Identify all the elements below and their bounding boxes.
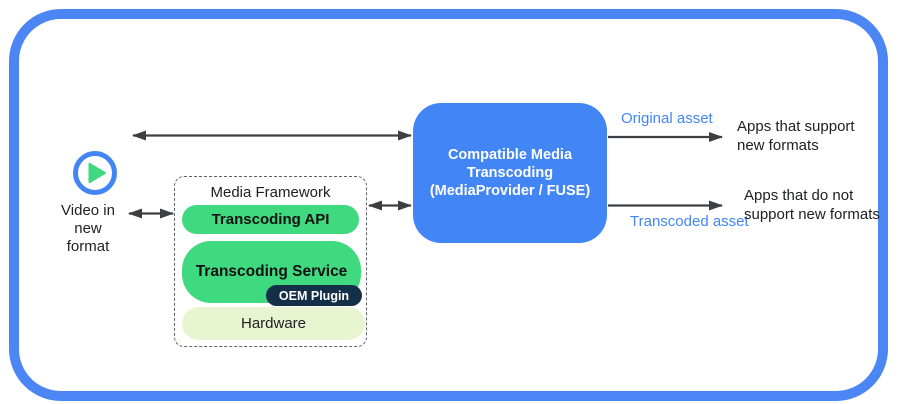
apps-no-support-line1: Apps that do not (744, 187, 854, 204)
media-framework-title: Media Framework (210, 184, 331, 201)
layer-transcoding-service-label: Transcoding Service (195, 263, 348, 280)
oem-plugin-badge: OEM Plugin (266, 285, 362, 306)
video-source-label: Video in new format (34, 202, 142, 256)
layer-transcoding-api-label: Transcoding API (211, 211, 330, 228)
layer-hardware-label: Hardware (240, 315, 307, 332)
video-source-label-line3: format (66, 238, 110, 255)
layer-hardware: Hardware (182, 307, 365, 340)
layer-transcoding-api: Transcoding API (182, 205, 359, 234)
media-framework-box (174, 176, 367, 347)
transcoding-box-line3: (MediaProvider / FUSE) (429, 183, 591, 199)
transcoding-box-line2: Transcoding (466, 165, 554, 181)
flow-label-original-asset: Original asset (621, 110, 713, 127)
transcoding-box-line1: Compatible Media (447, 147, 573, 163)
video-source-label-line1: Video in (61, 202, 115, 219)
apps-no-support-line2: support new formats (744, 206, 880, 223)
video-source-label-line2: new (74, 220, 102, 237)
compatible-media-transcoding-box: Compatible Media Transcoding (MediaProvi… (413, 103, 607, 243)
apps-support-line1: Apps that support (737, 118, 855, 135)
flow-label-transcoded-asset: Transcoded asset (630, 213, 749, 230)
apps-no-support-new-formats-label: Apps that do not support new formats (744, 186, 880, 224)
outer-frame-border (9, 9, 888, 401)
apps-support-new-formats-label: Apps that support new formats (737, 117, 855, 155)
play-icon (73, 151, 117, 195)
apps-support-line2: new formats (737, 137, 819, 154)
oem-plugin-badge-label: OEM Plugin (278, 288, 350, 303)
